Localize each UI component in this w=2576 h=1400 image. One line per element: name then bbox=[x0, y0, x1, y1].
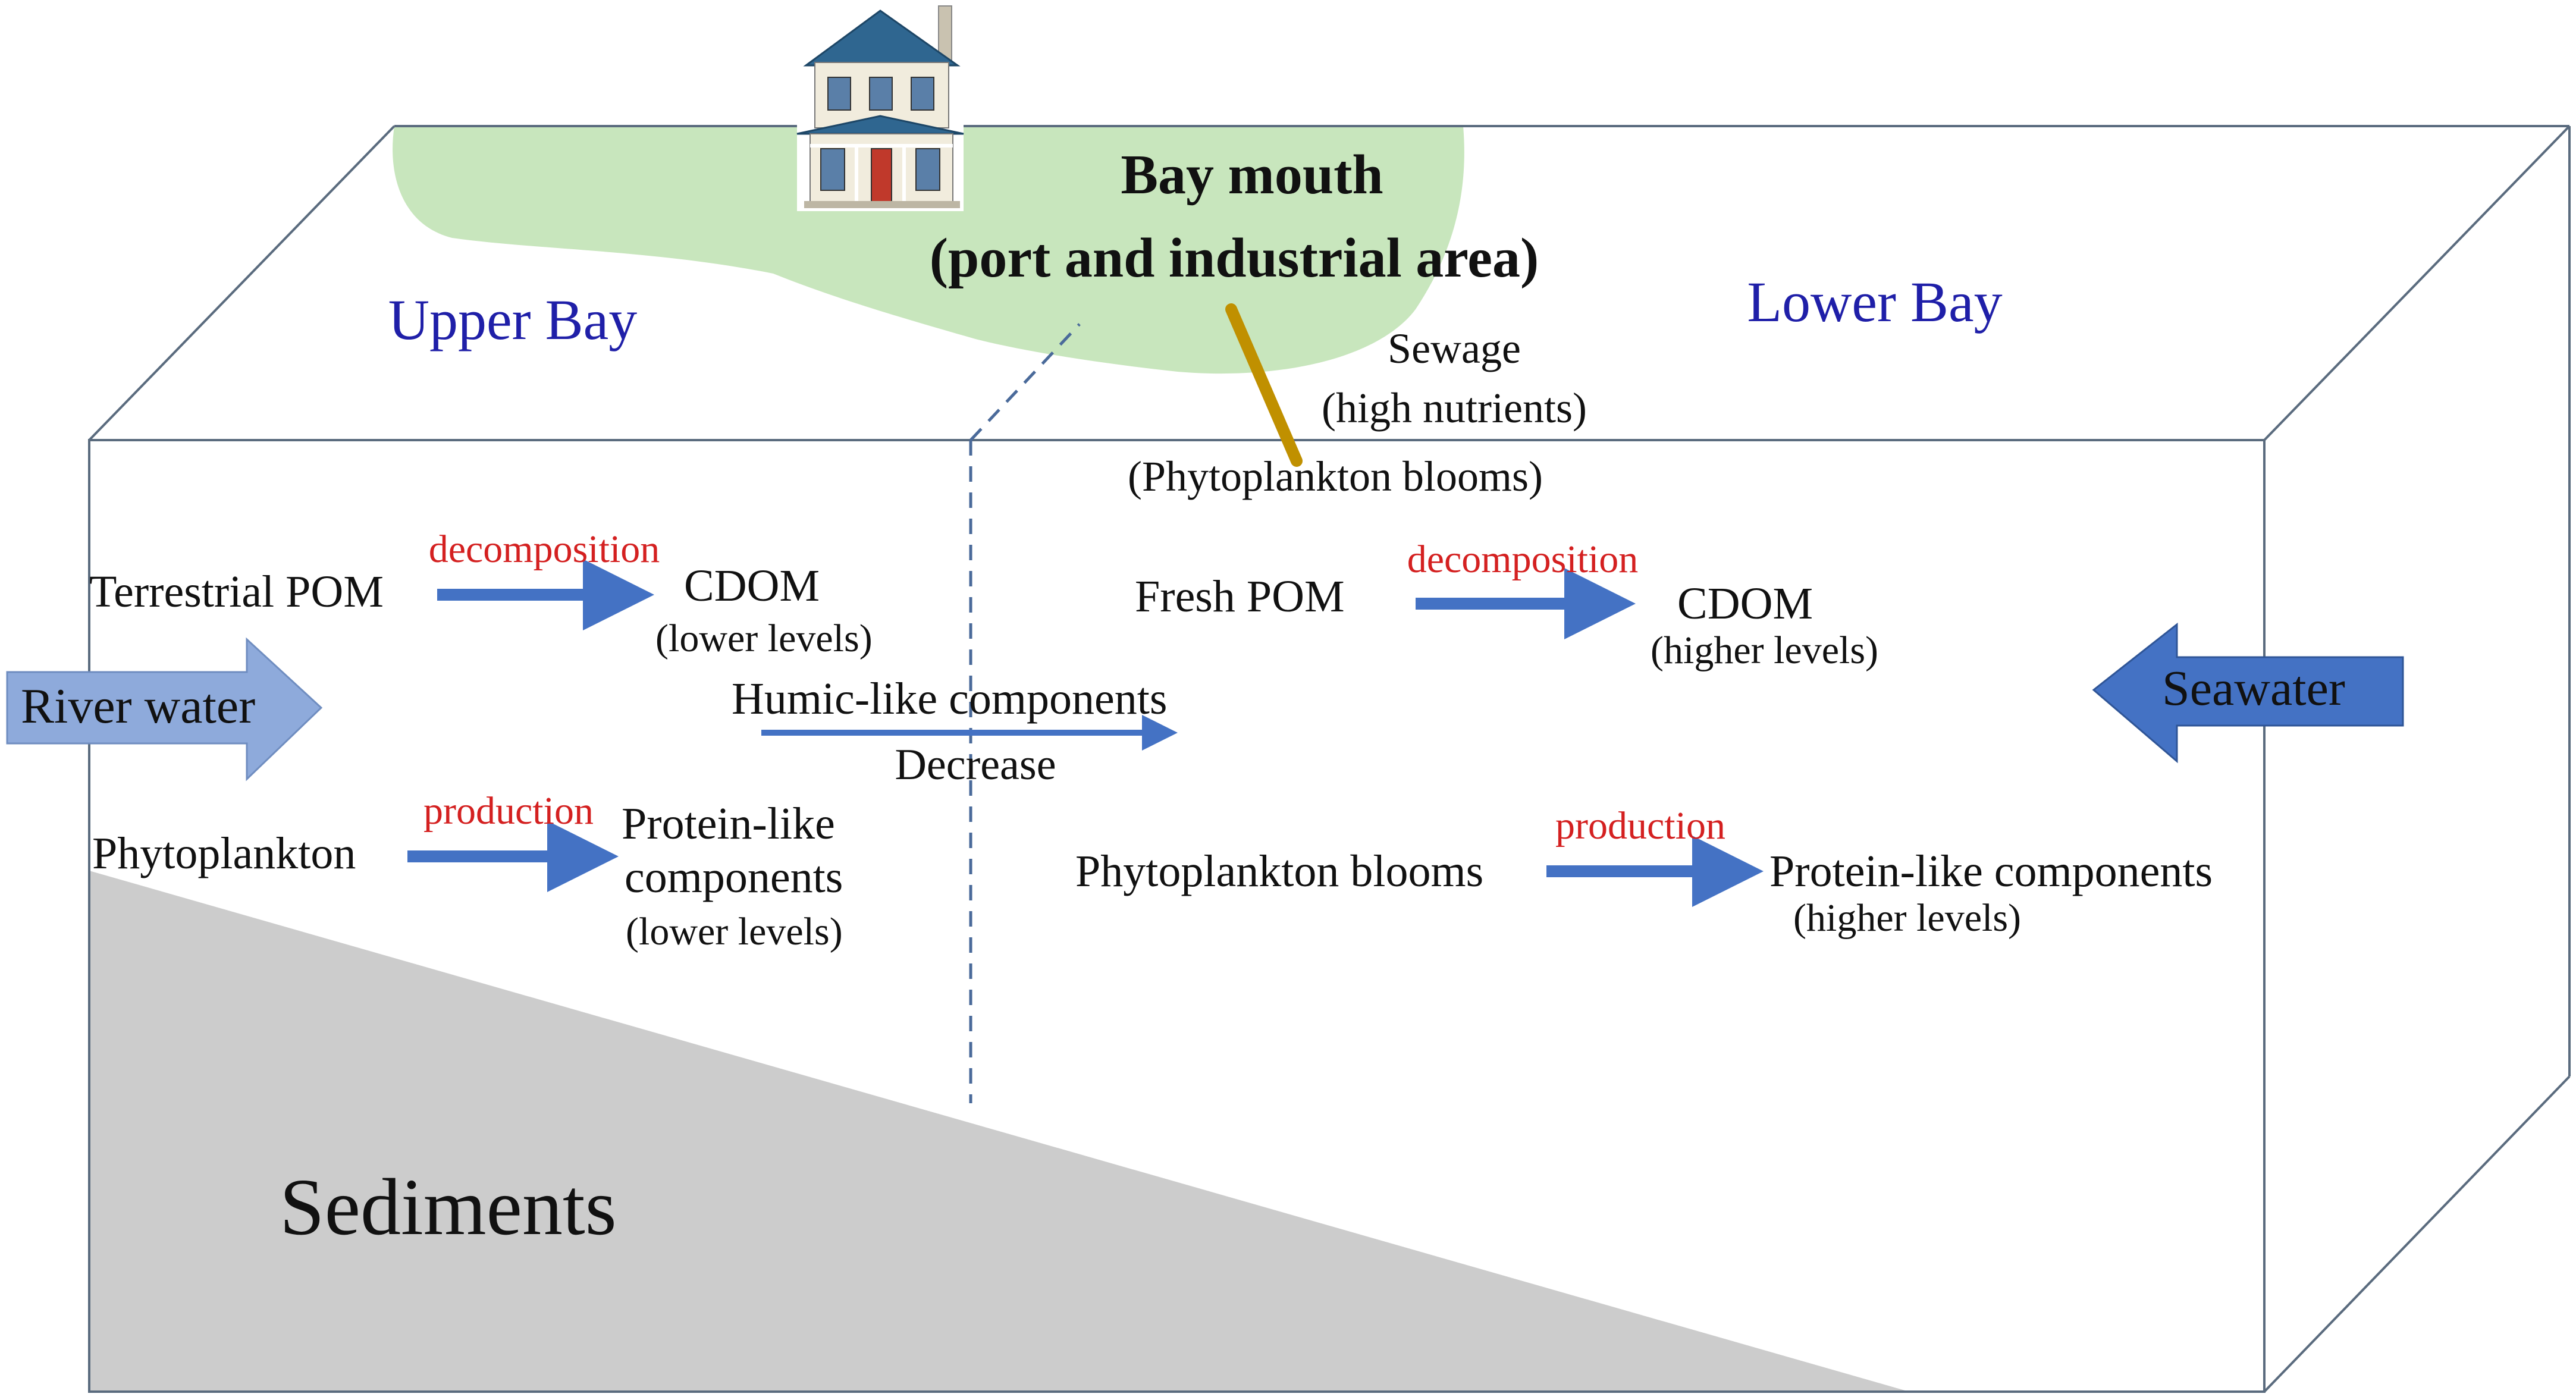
upper-production-label: production bbox=[423, 789, 594, 833]
upper-bay-label: Upper Bay bbox=[388, 288, 638, 351]
phytoplankton-label: Phytoplankton bbox=[92, 828, 356, 878]
lower-protein-label: Protein-like components bbox=[1769, 846, 2213, 896]
upper-cdom-level-label: (lower levels) bbox=[655, 617, 873, 660]
upper-decomposition-label: decomposition bbox=[429, 528, 660, 571]
seawater-arrow bbox=[2092, 622, 2404, 764]
river-water-arrow bbox=[6, 637, 323, 781]
upper-protein-label-2: components bbox=[625, 852, 843, 902]
sewage-label: Sewage bbox=[1388, 325, 1521, 372]
lower-decomposition-label: decomposition bbox=[1407, 538, 1639, 581]
lower-cdom-level-label: (higher levels) bbox=[1651, 629, 1878, 672]
phytoplankton-blooms-top-label: (Phytoplankton blooms) bbox=[1128, 453, 1543, 500]
house-icon bbox=[796, 5, 964, 211]
lower-bay-label: Lower Bay bbox=[1747, 270, 2002, 334]
decrease-label: Decrease bbox=[895, 740, 1056, 789]
lower-cdom-label: CDOM bbox=[1677, 579, 1813, 629]
bay-divider bbox=[969, 323, 1081, 1103]
upper-cdom-label: CDOM bbox=[684, 561, 820, 611]
river-water-label: River water bbox=[21, 679, 255, 734]
lower-protein-level-label: (higher levels) bbox=[1793, 896, 2021, 940]
sewage-nutrients-label: (high nutrients) bbox=[1322, 384, 1587, 432]
sediment-area bbox=[89, 871, 1909, 1392]
phytoplankton-blooms-label: Phytoplankton blooms bbox=[1075, 846, 1483, 896]
upper-protein-label: Protein-like bbox=[622, 799, 835, 849]
terrestrial-pom-label: Terrestrial POM bbox=[89, 567, 384, 617]
sediments-label: Sediments bbox=[280, 1163, 617, 1252]
fresh-pom-label: Fresh POM bbox=[1135, 572, 1345, 621]
water-box bbox=[88, 125, 2571, 1393]
bay-mouth-title: Bay mouth bbox=[1121, 144, 1383, 206]
lower-production-label: production bbox=[1555, 804, 1725, 847]
upper-protein-level-label: (lower levels) bbox=[626, 910, 843, 953]
sewage-arrow bbox=[1225, 303, 1303, 467]
land-area bbox=[393, 126, 1464, 374]
humic-components-label: Humic-like components bbox=[732, 674, 1167, 724]
seawater-label: Seawater bbox=[2162, 661, 2345, 716]
bay-mouth-subtitle: (port and industrial area) bbox=[930, 227, 1539, 289]
